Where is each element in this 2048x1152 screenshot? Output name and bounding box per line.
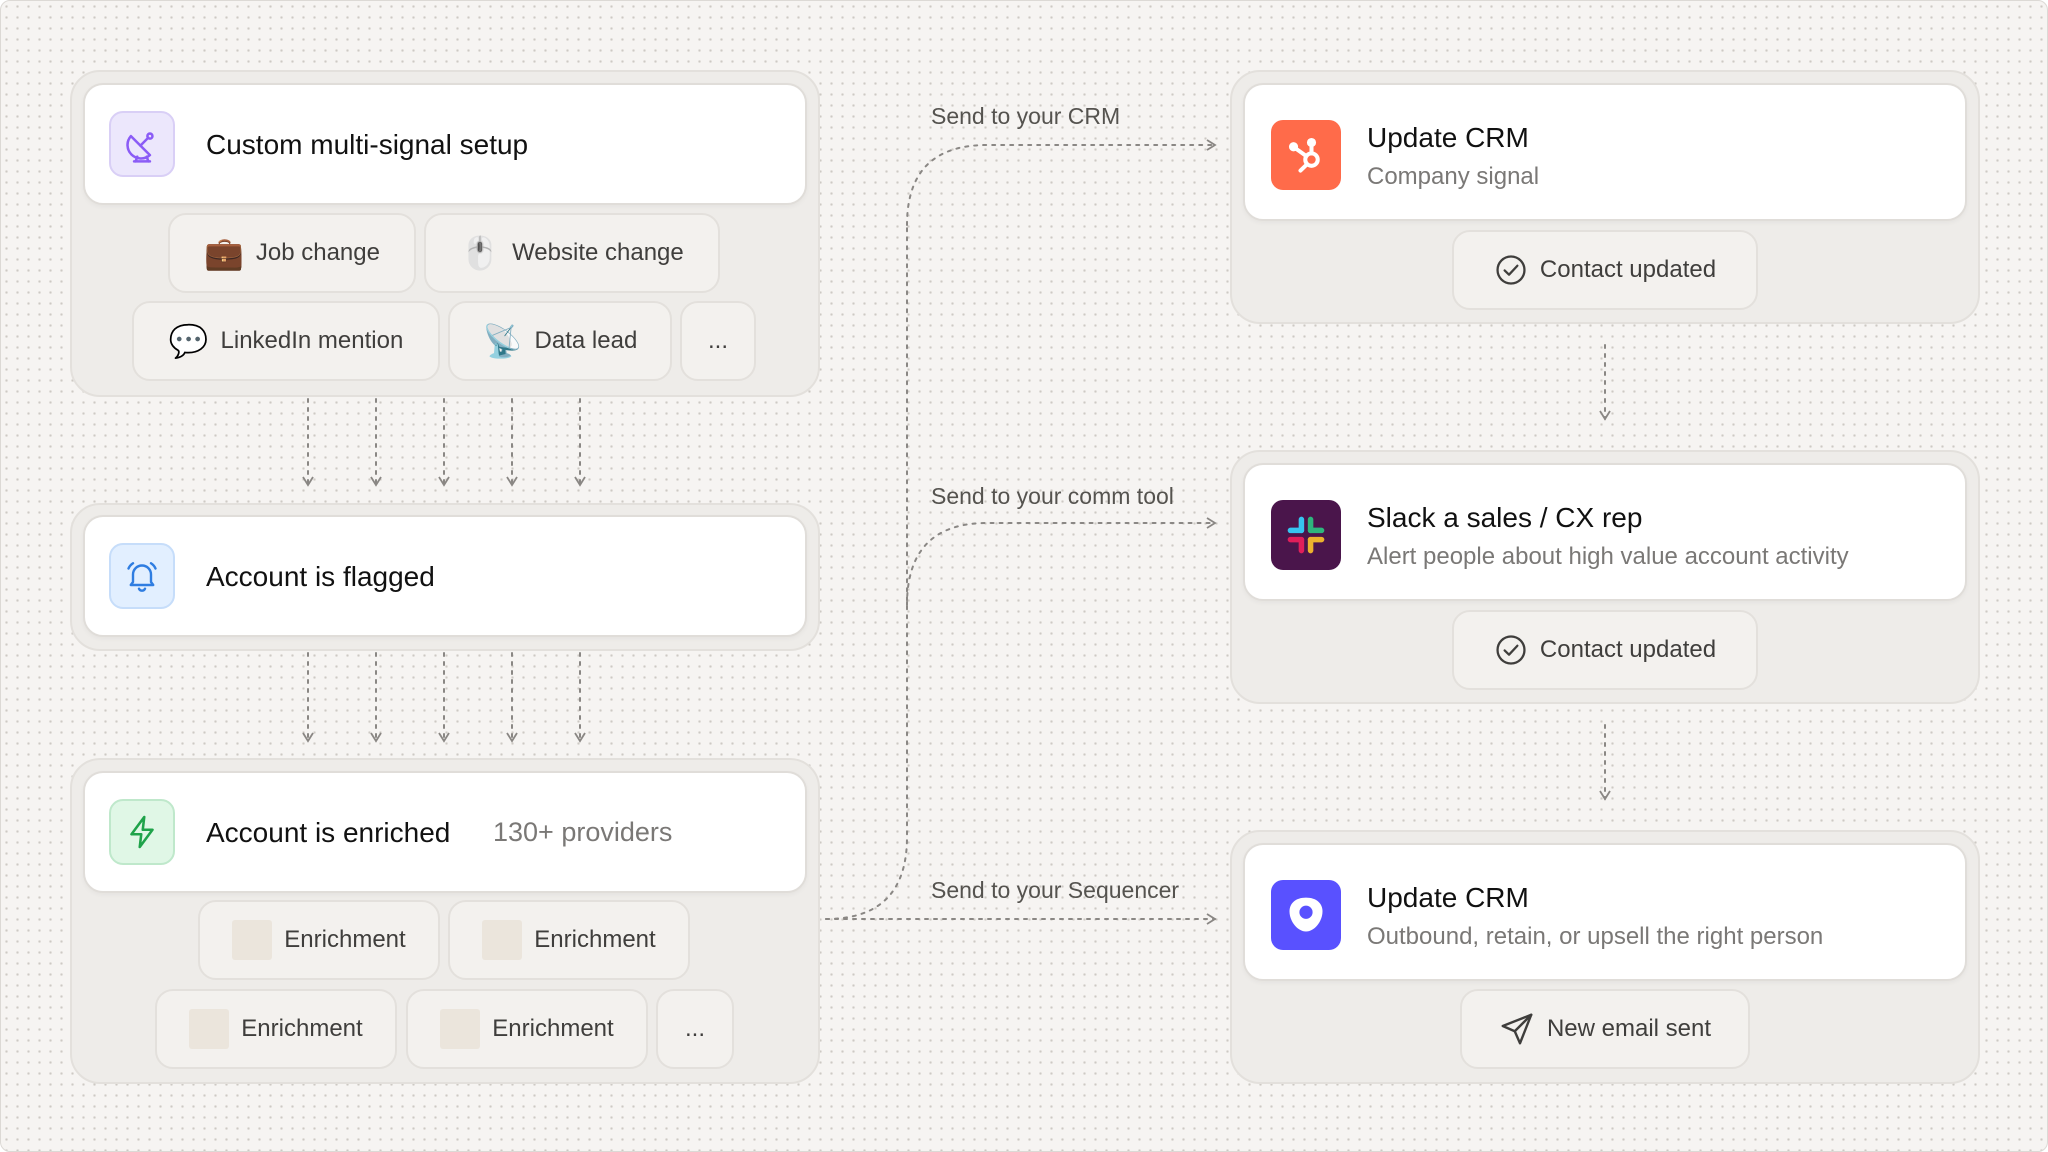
- signal-label: Job change: [255, 239, 380, 266]
- sequencer-destination-title: Update CRM: [1367, 882, 1529, 913]
- crm-status-pill[interactable]: Contact updated: [1452, 230, 1758, 310]
- enriched-title: Account is enriched: [206, 817, 451, 848]
- comm-destination-card[interactable]: Slack a sales / CX rep Alert people abou…: [1243, 463, 1967, 601]
- comm-destination-title: Slack a sales / CX rep: [1367, 502, 1643, 533]
- satellite-dish-emoji-icon: 📡: [482, 323, 523, 359]
- enrichment-label: Enrichment: [534, 926, 656, 953]
- comm-destination-subtitle: Alert people about high value account ac…: [1367, 543, 1849, 570]
- signal-pill-linkedin-mention[interactable]: 💬 LinkedIn mention: [132, 301, 440, 381]
- hubspot-icon: [1271, 120, 1341, 190]
- connector-trunk: [825, 224, 908, 920]
- flagged-title: Account is flagged: [206, 561, 435, 592]
- sequencer-destination-card[interactable]: Update CRM Outbound, retain, or upsell t…: [1243, 843, 1967, 981]
- sequencer-destination-subtitle: Outbound, retain, or upsell the right pe…: [1367, 923, 1824, 950]
- signal-label: LinkedIn mention: [220, 327, 404, 354]
- bell-icon: [109, 543, 175, 609]
- crm-destination-subtitle: Company signal: [1367, 163, 1540, 190]
- crm-destination-title: Update CRM: [1367, 122, 1529, 153]
- provider-logo-placeholder: [440, 1009, 481, 1049]
- send-icon: [1499, 1011, 1535, 1047]
- flagged-card[interactable]: Account is flagged: [83, 515, 807, 637]
- route-label-crm: Send to your CRM: [931, 103, 1121, 129]
- status-label: Contact updated: [1539, 636, 1717, 663]
- briefcase-emoji-icon: 💼: [204, 235, 244, 271]
- connector-to-crm: [906, 139, 1217, 226]
- status-label: New email sent: [1546, 1015, 1712, 1042]
- route-label-comm: Send to your comm tool: [931, 483, 1174, 509]
- signal-pill-more[interactable]: ...: [680, 301, 756, 381]
- enrichment-label: Enrichment: [492, 1015, 614, 1042]
- enriched-subtitle: 130+ providers: [493, 817, 673, 847]
- signal-pill-website-change[interactable]: 🖱️ Website change: [424, 213, 720, 293]
- signal-pill-data-lead[interactable]: 📡 Data lead: [448, 301, 672, 381]
- satellite-icon: [109, 111, 175, 177]
- cursor-click-emoji-icon: 🖱️: [460, 235, 501, 271]
- enrichment-pill-3[interactable]: Enrichment: [155, 989, 397, 1069]
- provider-logo-placeholder: [189, 1009, 230, 1049]
- connector-to-comm: [906, 517, 1217, 606]
- signal-label: Website change: [512, 239, 684, 266]
- sequencer-status-pill[interactable]: New email sent: [1460, 989, 1750, 1069]
- more-label: ...: [684, 1015, 705, 1042]
- slack-icon: [1271, 500, 1341, 570]
- enrichment-pill-more[interactable]: ...: [656, 989, 734, 1069]
- enrichment-pill-2[interactable]: Enrichment: [448, 900, 690, 980]
- signal-setup-title: Custom multi-signal setup: [206, 129, 529, 160]
- enrichment-pill-1[interactable]: Enrichment: [198, 900, 440, 980]
- comm-status-pill[interactable]: Contact updated: [1452, 610, 1758, 690]
- check-circle-icon: [1494, 633, 1528, 667]
- outreach-icon: [1271, 880, 1341, 950]
- enriched-card[interactable]: Account is enriched 130+ providers: [83, 771, 807, 893]
- route-label-sequencer: Send to your Sequencer: [931, 877, 1180, 903]
- crm-destination-card[interactable]: Update CRM Company signal: [1243, 83, 1967, 221]
- signal-setup-card[interactable]: Custom multi-signal setup: [83, 83, 807, 205]
- status-label: Contact updated: [1539, 256, 1717, 283]
- lightning-icon: [109, 799, 175, 865]
- more-label: ...: [707, 327, 728, 354]
- provider-logo-placeholder: [482, 920, 523, 960]
- enrichment-label: Enrichment: [284, 926, 406, 953]
- check-circle-icon: [1494, 253, 1528, 287]
- signal-pill-job-change[interactable]: 💼 Job change: [168, 213, 416, 293]
- provider-logo-placeholder: [232, 920, 273, 960]
- signal-label: Data lead: [534, 327, 638, 354]
- enrichment-label: Enrichment: [241, 1015, 363, 1042]
- enrichment-pill-4[interactable]: Enrichment: [406, 989, 648, 1069]
- speech-bubble-emoji-icon: 💬: [168, 323, 209, 359]
